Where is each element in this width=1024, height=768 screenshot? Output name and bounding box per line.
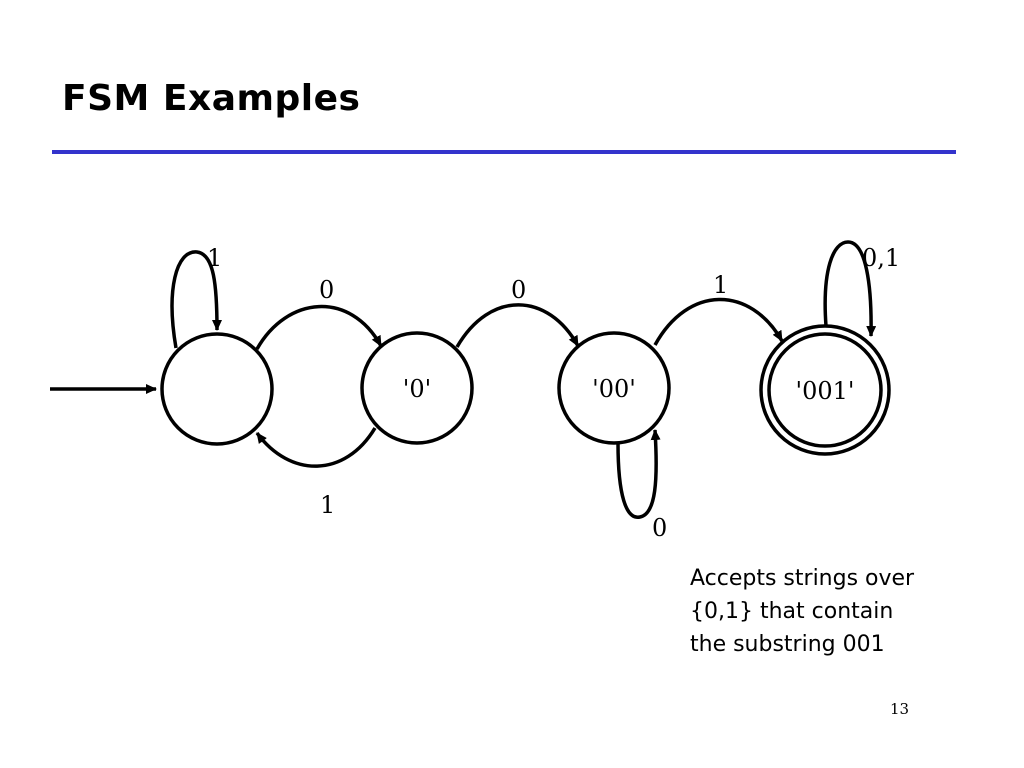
- page-number: 13: [890, 700, 910, 718]
- caption-line-2: {0,1} that contain: [690, 599, 894, 624]
- transition-001-loop: [823, 240, 877, 337]
- 001-loop-label: 0,1: [862, 244, 900, 272]
- title-divider: [52, 150, 956, 154]
- transition-0-to-start: [255, 427, 377, 468]
- state-001-inner: [767, 332, 883, 448]
- state-start: [160, 332, 274, 446]
- transition-00-loop: [616, 429, 661, 519]
- start-to-0-label: 0: [319, 276, 334, 304]
- caption-line-3: the substring 001: [690, 632, 885, 657]
- 00-to-001-label: 1: [713, 271, 728, 299]
- start-loop-label: 1: [207, 244, 222, 272]
- transition-start-loop: [170, 250, 222, 349]
- fsm-caption: Accepts strings over {0,1} that contain …: [690, 562, 914, 661]
- transition-start-to-0: [255, 304, 383, 350]
- slide-title: FSM Examples: [62, 78, 361, 119]
- 0-to-00-label: 0: [511, 276, 526, 304]
- state-0-label: '0': [403, 375, 431, 403]
- state-001-label: '001': [795, 377, 854, 405]
- state-00: [557, 331, 671, 445]
- transition-00-to-001: [653, 297, 784, 346]
- caption-line-1: Accepts strings over: [690, 566, 915, 591]
- 00-loop-label: 0: [652, 514, 667, 542]
- transition-0-to-00: [455, 303, 580, 348]
- state-0: [360, 331, 474, 445]
- 0-to-start-label: 1: [320, 491, 335, 519]
- state-00-label: '00': [592, 375, 636, 403]
